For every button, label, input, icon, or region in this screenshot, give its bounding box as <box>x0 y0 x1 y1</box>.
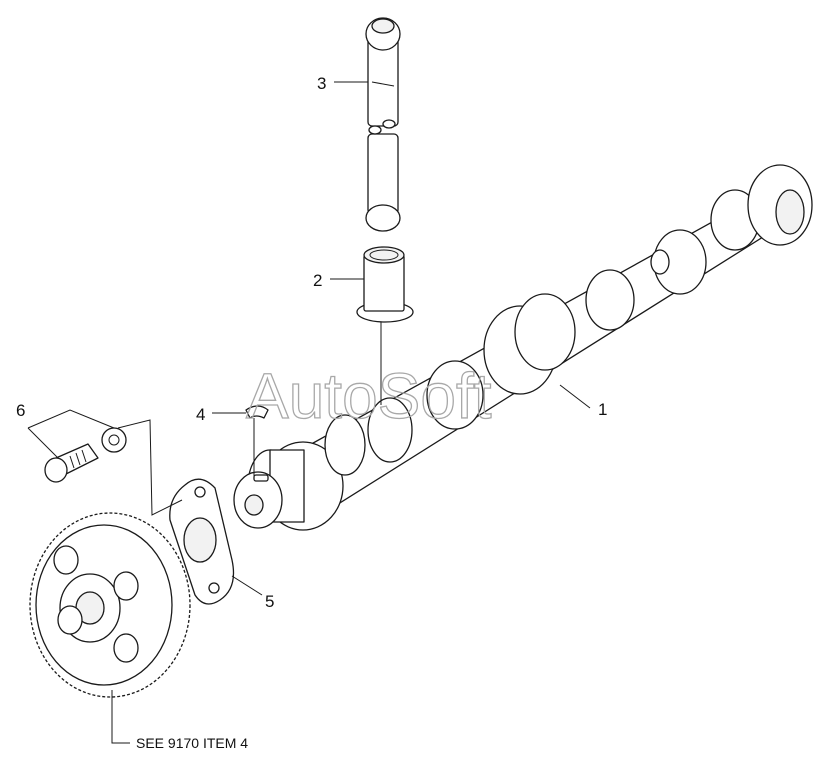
callout-2: 2 <box>313 271 322 290</box>
tappet <box>356 246 414 323</box>
washer <box>101 427 127 453</box>
thrust-plate <box>169 478 235 605</box>
timing-gear <box>29 512 191 698</box>
callout-1: 1 <box>598 400 607 419</box>
callout-labels: 1 2 3 4 5 6 SEE 9170 ITEM 4 <box>16 74 607 751</box>
callout-4: 4 <box>196 405 205 424</box>
callout-3: 3 <box>317 74 326 93</box>
leader-lines <box>27 81 591 744</box>
reference-note: SEE 9170 ITEM 4 <box>136 735 248 751</box>
callout-5: 5 <box>265 592 274 611</box>
watermark: AutoSoft <box>246 360 492 432</box>
woodruff-key <box>245 405 269 419</box>
bolt <box>44 443 99 483</box>
camshaft <box>233 164 813 531</box>
push-rod <box>365 17 401 232</box>
callout-6: 6 <box>16 401 25 420</box>
